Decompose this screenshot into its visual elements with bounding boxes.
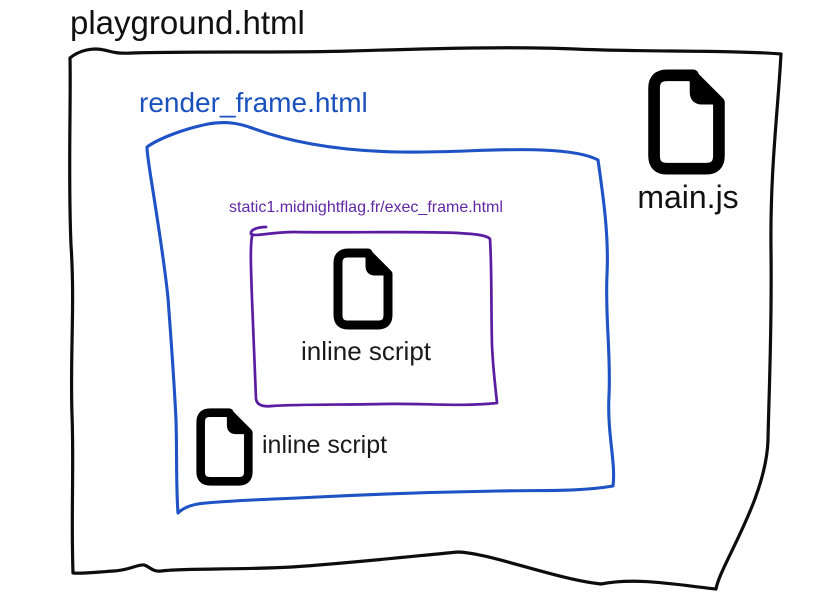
render-frame-border bbox=[145, 121, 616, 515]
file-outline bbox=[196, 408, 253, 486]
file-fold-corner bbox=[689, 74, 720, 105]
exec-inline-script-label: inline script bbox=[300, 336, 432, 366]
render-frame-label: render_frame.html bbox=[139, 87, 368, 118]
playground-frame-label: playground.html bbox=[70, 4, 305, 41]
file-outline bbox=[333, 248, 393, 330]
file-icon bbox=[196, 408, 253, 486]
exec-frame-url-label: static1.midnightflag.fr/exec_frame.html bbox=[229, 199, 503, 216]
file-icon bbox=[648, 69, 725, 175]
file-fold-corner bbox=[365, 252, 389, 276]
file-icon bbox=[333, 248, 393, 330]
main-js-label: main.js bbox=[637, 179, 739, 215]
playground-frame-border bbox=[68, 46, 783, 591]
render-inline-script-label: inline script bbox=[262, 431, 388, 459]
file-outline bbox=[648, 69, 725, 175]
file-fold-corner bbox=[226, 412, 249, 435]
exec-frame-border bbox=[249, 225, 499, 408]
